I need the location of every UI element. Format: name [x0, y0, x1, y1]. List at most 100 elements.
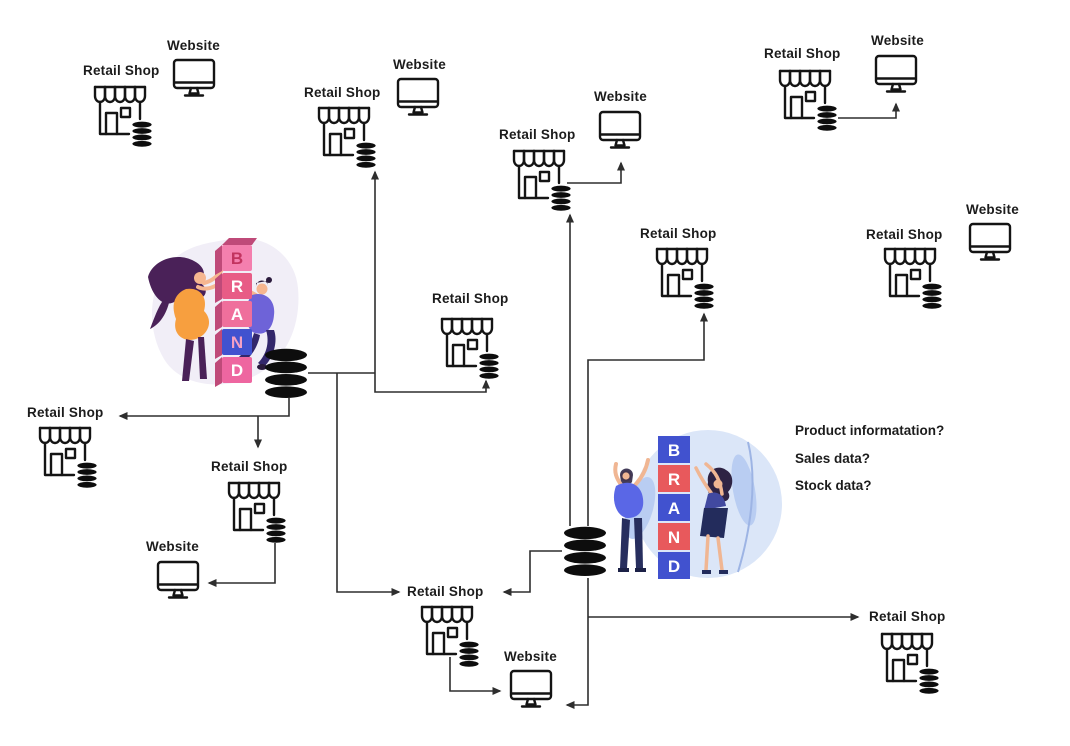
retail-shop-label: Retail Shop [869, 609, 946, 624]
man-face [622, 472, 630, 480]
block-r [658, 465, 690, 492]
brand-illustration-right: B R A N D [613, 430, 782, 579]
block-a [222, 301, 252, 327]
man-leg-2 [258, 330, 276, 367]
website-label: Website [167, 38, 220, 53]
brand-letter: N [231, 333, 243, 352]
woman-head [194, 272, 206, 284]
edge-left-hub-to-shop-bottom-label [336, 373, 401, 596]
edge-left-hub-to-shop-left-mid [118, 398, 290, 420]
brand-letter: D [668, 557, 680, 576]
retail-shop-label: Retail Shop [640, 226, 717, 241]
woman-leg-2 [716, 536, 724, 572]
monitor-icon [396, 77, 440, 116]
woman-top [704, 492, 726, 510]
retail-shop-label: Retail Shop [211, 459, 288, 474]
database-icon [459, 641, 479, 667]
man-head [256, 283, 268, 295]
monitor-icon [172, 58, 216, 97]
retail-shop-label: Retail Shop [866, 227, 943, 242]
block-d [658, 552, 690, 579]
database-icon [922, 283, 942, 309]
edge-shop-bottom-to-website [449, 657, 502, 695]
block-n [222, 329, 252, 355]
database-icon [694, 283, 714, 309]
website-label: Website [966, 202, 1019, 217]
database-icon [919, 668, 939, 694]
woman-hair-tail [150, 297, 170, 329]
retail-shop-label: Retail Shop [407, 584, 484, 599]
database-icon [266, 517, 286, 543]
brand-letter: A [231, 305, 243, 324]
edge-right-hub-to-shop-mid-right-db [587, 312, 708, 526]
block-b [222, 245, 252, 271]
woman-dress [173, 288, 210, 340]
database-icon [551, 185, 571, 211]
database-icon [77, 462, 97, 488]
website-label: Website [504, 649, 557, 664]
woman-arm-2 [704, 462, 724, 496]
man-shoe [618, 568, 629, 572]
block-b [658, 436, 690, 463]
woman-arm [202, 269, 223, 285]
edge-left-hub-to-shop-middle-db [374, 373, 490, 393]
brand-letter: R [231, 277, 243, 296]
annotation-product-information: Product informatation? [795, 423, 945, 438]
retail-shop-label: Retail Shop [83, 63, 160, 78]
central-database-right-icon [564, 526, 606, 576]
woman-shoe [702, 570, 711, 574]
woman-shoe-2 [719, 570, 728, 574]
brand-blocks-right: B R A N D [658, 436, 690, 579]
brand-letter: N [668, 528, 680, 547]
annotation-sales-data: Sales data? [795, 451, 871, 466]
monitor-icon [968, 222, 1012, 261]
website-label: Website [146, 539, 199, 554]
block-a [658, 494, 690, 521]
woman-leg [182, 339, 194, 381]
block-top-face [222, 238, 257, 245]
central-database-left-icon [265, 348, 307, 398]
block-side-face [215, 245, 222, 275]
brand-letter: D [231, 361, 243, 380]
brand-letter: B [668, 441, 680, 460]
block-side-face [215, 357, 222, 387]
retail-shop-label: Retail Shop [764, 46, 841, 61]
brand-letter: B [231, 249, 243, 268]
edge-right-hub-to-shop-bottom-label [502, 550, 562, 596]
man-arm-2 [632, 458, 650, 488]
website-label: Website [871, 33, 924, 48]
block-side-face [215, 329, 222, 359]
man-body [245, 293, 275, 334]
retail-shop-label: Retail Shop [27, 405, 104, 420]
woman-skirt [700, 508, 728, 538]
block-n [658, 523, 690, 550]
website-label: Website [594, 89, 647, 104]
man-hair [255, 280, 268, 287]
monitor-icon [156, 560, 200, 599]
monitor-icon [598, 110, 642, 149]
retail-shop-label: Retail Shop [499, 127, 576, 142]
block-r [222, 273, 252, 299]
brand-blocks-left: B R A N D [215, 238, 257, 387]
brand-letter: R [668, 470, 680, 489]
man-leg-2 [634, 518, 643, 568]
annotation-stock-data: Stock data? [795, 478, 872, 493]
monitor-icon [509, 669, 553, 708]
man-shirt [613, 482, 644, 518]
edge-shop-below-left-to-website [207, 543, 276, 587]
retail-shop-label: Retail Shop [432, 291, 509, 306]
man-shoe-2 [257, 364, 267, 370]
woman-leg [704, 534, 710, 572]
database-icon [356, 142, 376, 168]
man-hair-bun [266, 277, 272, 283]
man-leg [620, 518, 630, 568]
edge-right-hub-to-website-bottom [565, 578, 589, 709]
database-icon [479, 353, 499, 379]
woman-arm [694, 466, 714, 496]
brand-illustration-left: B R A N D [148, 238, 299, 387]
retail-shop-label: Retail Shop [304, 85, 381, 100]
website-label: Website [393, 57, 446, 72]
monitor-icon [874, 54, 918, 93]
